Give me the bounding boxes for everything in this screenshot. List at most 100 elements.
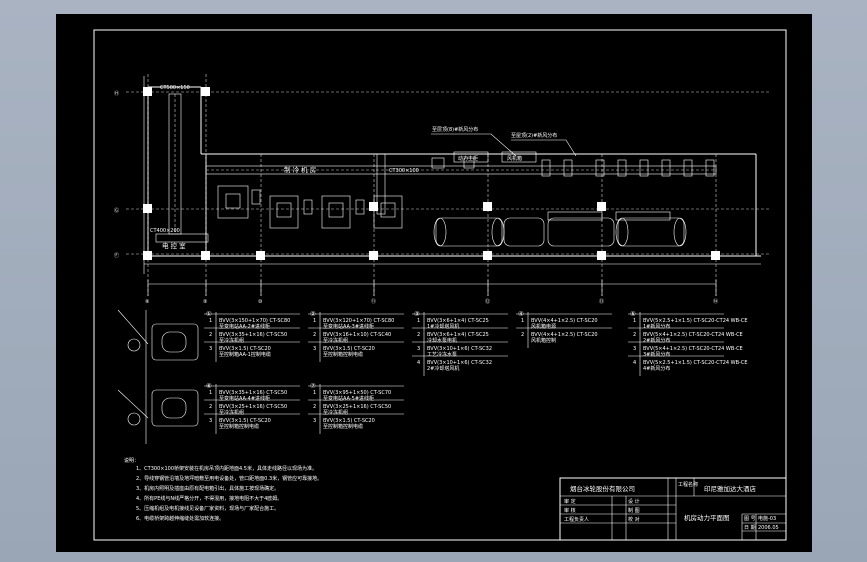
title-block: 烟台冰轮股份有限公司 工程名称 印尼雅加达大酒店 机房动力平面图 审 定 设 计审… (559, 477, 787, 541)
cable-detail-symbols (117, 309, 199, 444)
cable-spec: BVV(3×6+1×4) CT-SC25 (427, 318, 489, 324)
grid-bubble-bottom: ⑭ (713, 298, 718, 305)
notes-heading: 说明： (124, 457, 139, 464)
cable-spec: BVV(3×10+1×6) CT-SC32 (427, 346, 492, 352)
cable-note: 至控制箱控制电缆 (323, 423, 363, 430)
date-label: 日 期 (744, 525, 756, 531)
cable-note: 风机箱电源 (531, 323, 556, 330)
cad-viewport[interactable]: 动力主柜 风机箱 至层顶(8)#新风分布 至屋顶(2)#新风分布 CT500×1… (56, 14, 812, 552)
cable-spec: BVV(3×1.5) CT-SC20 (219, 346, 271, 352)
cable-note: 至冷冻机组 (323, 409, 348, 416)
drawing-name: 机房动力平面图 (684, 513, 730, 522)
cable-row-number: 2 (417, 332, 420, 338)
cable-row-number: 3 (313, 418, 316, 424)
cable-note: 冷却水泵电机 (427, 337, 457, 344)
cable-note: 至变电站AA-2#进线柜 (219, 323, 270, 330)
cable-row-number: 2 (313, 332, 316, 338)
callout-right: 至屋顶(2)#新风分布 (511, 132, 557, 139)
cable-note: 3#新风分布 (643, 351, 670, 358)
cable-note: 至冷冻机组 (219, 409, 244, 416)
cable-spec: BVV(3×10+1×6) CT-SC32 (427, 360, 492, 366)
cable-spec: BVV(3×150+1×70) CT-SC80 (219, 318, 290, 324)
cable-row-number: 2 (209, 404, 212, 410)
grid-letter-1: Ⓗ (114, 90, 119, 97)
cable-spec: BVV(3×25+1×16) CT-SC50 (323, 404, 391, 410)
title-block-row-label: 校 对 (628, 516, 640, 523)
box-left-label: 动力主柜 (458, 155, 478, 162)
drawing-no: 电施-03 (758, 515, 776, 522)
cable-spec: BVV(3×95+1×50) CT-SC70 (323, 390, 391, 396)
cable-spec: BVV(5×4+1×2.5) CT-SC20-CT24 WB-CE (643, 332, 743, 338)
cable-row-number: 2 (209, 332, 212, 338)
note-line: 2、导线穿钢管沿墙及地坪暗敷至用电设备处，管口距地面0.3米，钢管应可靠接地。 (136, 475, 322, 482)
cable-spec: BVV(3×1.5) CT-SC20 (323, 346, 375, 352)
title-block-row-label: 设 计 (628, 498, 640, 505)
tray-vertical-label: CT500×150 (160, 85, 190, 91)
title-block-row-label: 工程负责人 (564, 516, 589, 523)
drawing-no-label: 图 号 (744, 516, 756, 522)
note-line: 1、CT300×100桥架安装在机房吊顶内距地面4.5米，具体走线路径以现场为准… (136, 465, 317, 472)
notes: 说明： 1、CT300×100桥架安装在机房吊顶内距地面4.5米，具体走线路径以… (124, 457, 322, 522)
tray-lower-label: CT400×200 (150, 228, 180, 234)
note-line: 4、所有PE线与N线严格分开，不得混用，接地电阻不大于4欧姆。 (136, 495, 282, 502)
date: 2006.05 (758, 525, 779, 531)
cable-row-number: 3 (313, 346, 316, 352)
cable-row-number: 4 (417, 360, 420, 366)
cable-tray-lower (155, 233, 209, 243)
cable-row-number: 4 (633, 360, 636, 366)
cable-row-number: 2 (313, 404, 316, 410)
cable-row-number: 3 (209, 418, 212, 424)
cable-note: 2#新风分布 (643, 337, 670, 344)
cable-row-number: 1 (417, 318, 420, 324)
cable-spec: BVV(3×1.5) CT-SC20 (323, 418, 375, 424)
cable-spec: BVV(4×4+1×2.5) CT-SC20 (531, 332, 598, 338)
cable-note: 2#冷却塔风机 (427, 365, 459, 372)
cable-spec: BVV(3×35+1×16) CT-SC50 (219, 332, 287, 338)
cable-row-number: 1 (313, 318, 316, 324)
cable-note: 风机箱控制 (531, 337, 556, 344)
cable-spec: BVV(3×25+1×16) CT-SC50 (219, 404, 287, 410)
title-block-row-label: 审 定 (564, 498, 576, 505)
drawing-canvas[interactable]: 动力主柜 风机箱 至层顶(8)#新风分布 至屋顶(2)#新风分布 CT500×1… (56, 14, 812, 552)
callout-upper: 至层顶(8)#新风分布 (432, 126, 478, 133)
cable-spec: BVV(3×6+1×4) CT-SC25 (427, 332, 489, 338)
cable-note: 至变电站AA-4#进线柜 (219, 395, 270, 402)
cable-row-number: 1 (313, 390, 316, 396)
grid-bubble-bottom: ⑧ (145, 299, 150, 305)
cable-note: 至变电站AA-3#进线柜 (323, 323, 374, 330)
cable-row-number: 1 (209, 390, 212, 396)
cable-note: 1#新风分布 (643, 323, 670, 330)
cable-spec: BVV(3×35+1×16) CT-SC50 (219, 390, 287, 396)
cable-row-number: 3 (209, 346, 212, 352)
grid-letter-2: Ⓖ (114, 207, 119, 214)
note-line: 5、压缩机组及电机接线见设备厂家资料，现场与厂家配合施工。 (136, 505, 279, 512)
cable-spec: BVV(3×16+1×10) CT-SC40 (323, 332, 391, 338)
grid-bubble-bottom: ⑩ (258, 299, 263, 305)
cable-row-number: 3 (417, 346, 420, 352)
cable-note: 4#新风分布 (643, 365, 670, 372)
project-label: 工程名称 (678, 481, 698, 488)
cable-row-number: 1 (521, 318, 524, 324)
project-name: 印尼雅加达大酒店 (704, 484, 757, 493)
company-name: 烟台冰轮股份有限公司 (570, 484, 635, 493)
title-block-row-label: 制 图 (628, 507, 640, 514)
cable-note: 工艺冷冻水泵 (427, 351, 457, 358)
cable-row-number: 1 (209, 318, 212, 324)
cable-row-number: 3 (633, 346, 636, 352)
cable-note: 至变电站AA-5#进线柜 (323, 395, 374, 402)
cable-note: 至控制箱控制电缆 (323, 351, 363, 358)
tray-main-label: CT300×100 (389, 168, 419, 174)
chiller-vessels (433, 211, 687, 247)
cable-note: 至控制箱AA-1控制电缆 (219, 351, 271, 358)
room-control-label: 电 控 室 (162, 241, 186, 250)
title-block-row-label: 审 核 (564, 507, 576, 514)
cable-spec: BVV(4×4+1×2.5) CT-SC20 (531, 318, 598, 324)
